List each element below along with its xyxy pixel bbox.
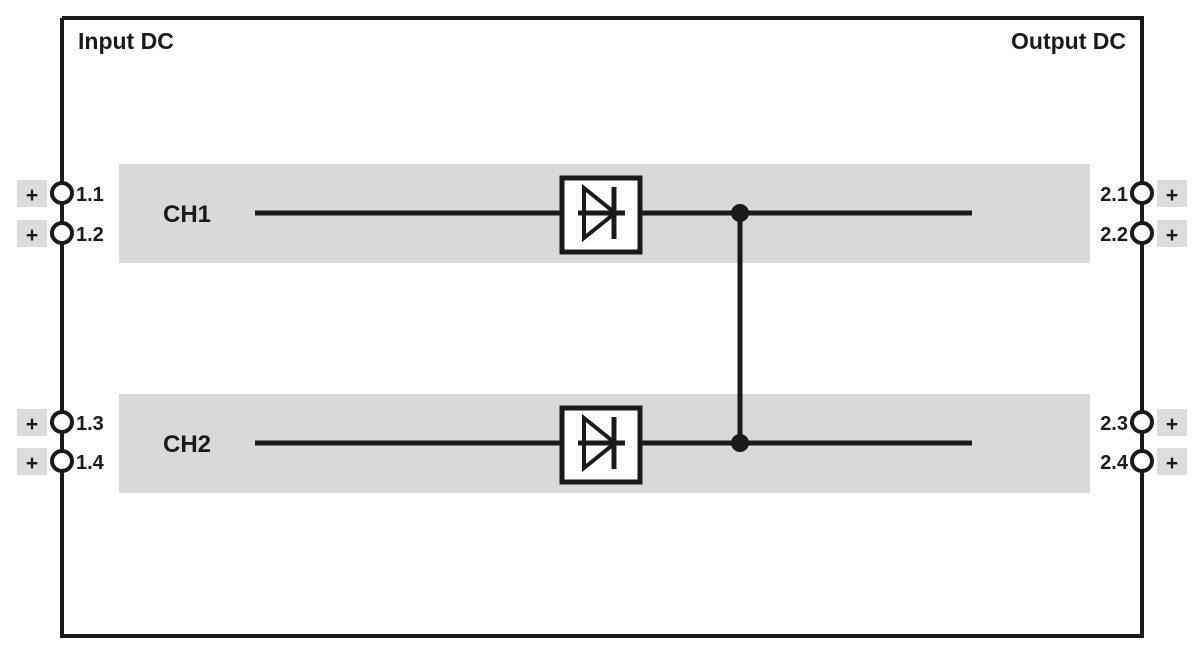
input-terminal-1-1[interactable]: + 1.1 (17, 180, 104, 207)
polarity-badge-2-1 (1157, 180, 1187, 207)
polarity-badge-2-3 (1157, 409, 1187, 436)
output-terminal-2-3[interactable]: 2.3 + (1100, 409, 1187, 436)
polarity-symbol-1-4: + (26, 452, 38, 475)
diode-symbol-ch1 (559, 175, 643, 255)
terminal-circle-1-3[interactable] (50, 410, 74, 434)
output-terminal-2-2[interactable]: 2.2 + (1100, 220, 1187, 247)
polarity-badge-2-4 (1157, 448, 1187, 475)
terminal-label-2-1: 2.1 (1100, 184, 1128, 206)
polarity-symbol-2-4: + (1166, 452, 1178, 475)
terminal-circle-1-1[interactable] (50, 181, 74, 205)
terminal-label-1-2: 1.2 (76, 224, 104, 246)
polarity-symbol-2-1: + (1166, 184, 1178, 207)
terminal-label-1-3: 1.3 (76, 413, 104, 435)
polarity-symbol-2-2: + (1166, 224, 1178, 247)
diode-symbol-ch2 (559, 405, 643, 485)
polarity-symbol-2-3: + (1166, 413, 1178, 436)
terminal-label-1-4: 1.4 (76, 452, 105, 474)
polarity-badge-1-4 (17, 448, 47, 475)
terminal-circle-2-3[interactable] (1130, 410, 1154, 434)
device-outline (60, 16, 1144, 638)
polarity-badge-1-2 (17, 220, 47, 247)
terminal-circle-2-4[interactable] (1130, 449, 1154, 473)
input-dc-title: Input DC (78, 28, 174, 54)
output-dc-title: Output DC (1011, 28, 1126, 54)
ch2-junction-dot (731, 434, 749, 452)
output-terminal-2-1[interactable]: 2.1 + (1100, 180, 1187, 207)
terminal-label-2-4: 2.4 (1100, 452, 1129, 474)
terminal-circle-2-1[interactable] (1130, 181, 1154, 205)
terminal-label-2-2: 2.2 (1100, 224, 1128, 246)
diode-triangle-ch2 (582, 413, 619, 473)
terminal-circle-2-2[interactable] (1130, 221, 1154, 245)
polarity-badge-1-3 (17, 409, 47, 436)
polarity-symbol-1-3: + (26, 413, 38, 436)
terminal-circle-1-4[interactable] (50, 449, 74, 473)
input-terminal-1-2[interactable]: + 1.2 (17, 220, 104, 247)
terminal-label-1-1: 1.1 (76, 184, 104, 206)
input-terminal-1-3[interactable]: + 1.3 (17, 409, 104, 436)
polarity-symbol-1-1: + (26, 184, 38, 207)
channel-label-ch2: CH2 (163, 431, 211, 458)
terminal-label-2-3: 2.3 (1100, 413, 1128, 435)
polarity-badge-2-2 (1157, 220, 1187, 247)
polarity-badge-1-1 (17, 180, 47, 207)
channel-label-ch1: CH1 (163, 201, 211, 228)
terminal-circle-1-2[interactable] (50, 221, 74, 245)
input-terminal-1-4[interactable]: + 1.4 (17, 448, 105, 475)
polarity-symbol-1-2: + (26, 224, 38, 247)
output-terminal-2-4[interactable]: 2.4 + (1100, 448, 1187, 475)
diode-triangle-ch1 (582, 183, 619, 243)
